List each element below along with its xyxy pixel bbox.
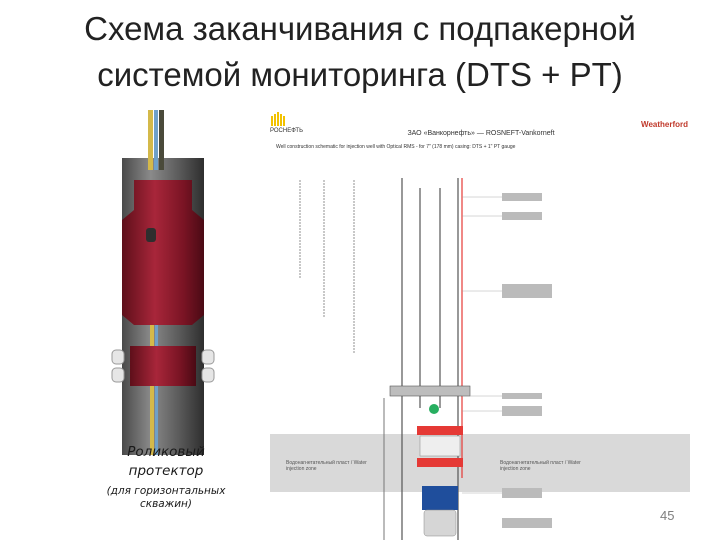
slide-title: Схема заканчивания с подпакерной системо… (0, 6, 720, 98)
roller-protector-illustration (111, 110, 215, 455)
cable-dark (159, 110, 164, 170)
well-completion-schematic: РОСНЕФТЬ Weatherford ЗАО «Ванкорнефть» —… (262, 108, 700, 540)
weatherford-logo: Weatherford (641, 120, 688, 129)
pt-gauge (422, 486, 458, 510)
upper-clamp (122, 180, 204, 325)
scheme-subheader: Well construction schematic for injectio… (276, 144, 516, 150)
water-injection-zone (270, 434, 690, 492)
caption-line-1: Роликовый (127, 444, 205, 460)
rosneft-logo-icon (271, 112, 285, 126)
page-number: 45 (660, 508, 675, 523)
rollers (111, 349, 215, 383)
zone-label-left: Водонагнетательный пласт / Water injecti… (286, 460, 367, 472)
injection-valve (429, 404, 439, 414)
caption-note-line-2: скважин) (140, 498, 192, 510)
schematic-drawing (270, 178, 690, 540)
caption-line-2: протектор (128, 463, 204, 479)
rosneft-logo: РОСНЕФТЬ (270, 112, 303, 134)
slide-title-line-1: Схема заканчивания с подпакерной (84, 10, 636, 47)
caption-note-line-1: (для горизонтальных (106, 485, 226, 497)
roller-housing (130, 346, 196, 386)
rosneft-logo-text: РОСНЕФТЬ (270, 128, 304, 134)
cable-blue (154, 110, 158, 170)
scheme-header: ЗАО «Ванкорнефть» — ROSNEFT-Vankorneft (407, 130, 555, 137)
zone-label-right: Водонагнетательный пласт / Water injecti… (500, 460, 581, 472)
slide-title-line-2: системой мониторинга (DTS + PT) (97, 56, 623, 93)
tool-caption: Роликовый протектор (для горизонтальных … (96, 443, 236, 511)
packer (389, 385, 471, 397)
cable-yellow (148, 110, 153, 170)
